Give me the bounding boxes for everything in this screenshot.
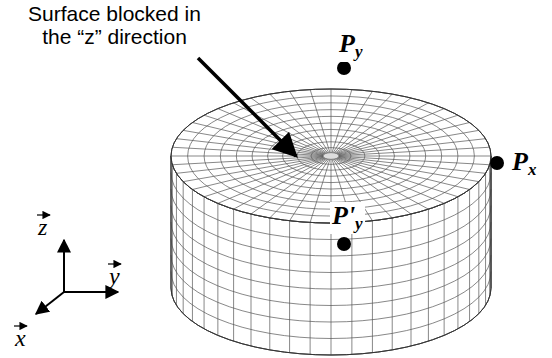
callout-arrow <box>198 58 296 156</box>
callout-note: Surface blocked in the “z” direction <box>12 2 217 48</box>
axis-triad <box>36 240 118 314</box>
axis-label: z <box>38 214 47 240</box>
point-label: Py <box>337 30 364 62</box>
point-marker <box>490 156 504 170</box>
point-label: P'y <box>330 202 365 234</box>
cylinder-mesh <box>171 89 491 355</box>
point-label: Px <box>510 148 538 180</box>
point-marker <box>337 237 351 251</box>
point-marker <box>337 61 351 75</box>
axis-label: x <box>15 325 26 351</box>
axis-label: y <box>109 263 120 289</box>
